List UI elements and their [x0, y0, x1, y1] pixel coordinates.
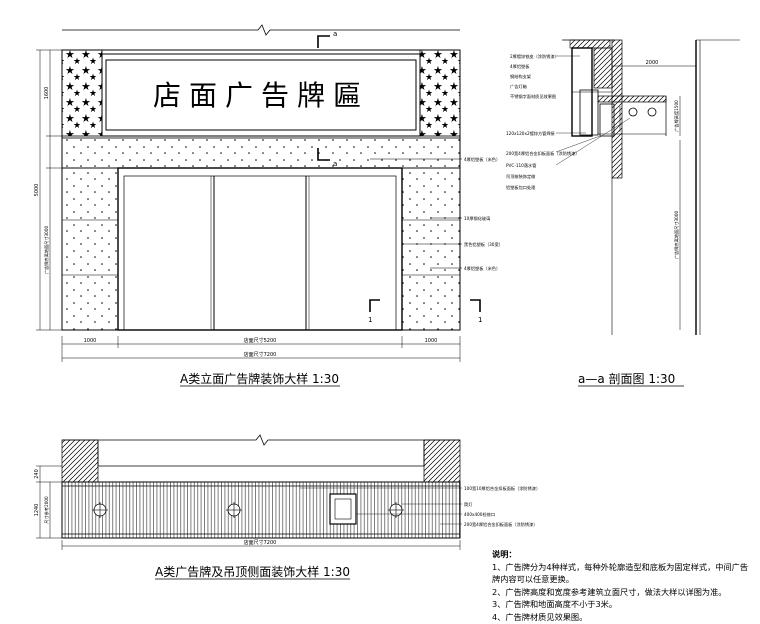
downpipe-icon	[628, 107, 638, 117]
callout-section-8: PVC-110落水管	[506, 162, 536, 169]
callout-section-4: 广告灯箱	[510, 83, 527, 90]
dim-section-ground-height: 广告牌底离地面尺寸3000	[673, 210, 680, 259]
callout-section-7: 200宽4厚铝合金扣板面板（涂防锈漆）	[506, 150, 579, 157]
dim-door-height: 广告牌底离地面尺寸3000	[43, 225, 50, 274]
dim-plan-bottom-height: 1240	[34, 504, 40, 517]
callout-front-4: 4厚铝塑板（米色）	[464, 265, 500, 272]
section-mark-bottom: a	[333, 160, 337, 168]
dim-section-top-width: 2000	[646, 60, 659, 66]
plan-callouts	[300, 487, 462, 525]
callout-front-2: 10厚钢化玻璃	[464, 215, 490, 222]
star-panel-left	[61, 49, 103, 137]
callout-section-3: 钢结构支架	[510, 73, 531, 80]
access-hatch-icon	[329, 493, 357, 525]
callout-section-9: 吊顶按装饰定做	[506, 173, 536, 180]
front-elevation: 店面广告牌匾 a a 1 1 4厚铝塑板（米色） 10厚钢化玻璃	[34, 24, 503, 387]
sign-text: 店面广告牌匾	[153, 79, 369, 112]
dim-plan-top-height: 240	[34, 469, 40, 479]
notes-heading: 说明：	[492, 549, 517, 559]
plan-view: 100宽10厚铝合金扣板面板（涂防锈漆） 筒灯 400x400检修口 200宽4…	[34, 434, 540, 580]
dim-total-width: 店面尺寸7200	[244, 351, 277, 358]
callout-section-6: 120x120x2镀锌方管焊接	[506, 130, 556, 137]
callout-front-1: 4厚铝塑板（米色）	[464, 156, 500, 163]
front-dimensions	[36, 49, 461, 362]
dim-mid-width: 店面尺寸5200	[244, 337, 277, 344]
note-line-3: 2、广告牌高度和宽度参考建筑立面尺寸，做法大样以详图为准。	[492, 586, 727, 597]
star-panel-right	[419, 49, 461, 137]
note-line-5: 4、广告牌材质见效果图。	[492, 611, 588, 622]
callout-plan-2: 筒灯	[464, 501, 473, 508]
section-mark-left: 1	[368, 316, 372, 324]
callout-plan-3: 400x400检修口	[464, 511, 495, 518]
lamp-icon	[647, 107, 657, 117]
callout-front-3: 黑色铝塑板（30宽）	[464, 241, 503, 248]
front-elevation-title: A类立面广告牌装饰大样 1:30	[180, 371, 339, 386]
callout-plan-4: 200宽4厚铝合金扣板面板（涂防锈漆）	[464, 521, 537, 528]
note-line-2: 牌内容可以任意更换。	[492, 574, 574, 585]
downlight-icon	[226, 502, 242, 518]
sign-board	[105, 59, 417, 131]
section-view: 2000 广告牌高度1500 广告牌底离地面尺寸3000 2厚镀锌铁皮（涂防锈漆…	[506, 39, 740, 387]
callout-plan-1: 100宽10厚铝合金扣板面板（涂防锈漆）	[464, 485, 540, 492]
callout-section-5: 不锈钢字面材质见效果图	[510, 93, 556, 100]
section-view-title: a—a 剖面图 1:30	[578, 372, 675, 386]
callout-section-2: 4厚铝塑板	[510, 63, 530, 70]
dim-plan-total-width: 店面尺寸7200	[244, 539, 277, 546]
storefront-door	[117, 167, 403, 331]
section-mark-right: 1	[478, 316, 482, 324]
dim-section-sign-height: 广告牌高度1500	[673, 100, 680, 132]
dim-left-width: 1000	[84, 338, 97, 344]
callout-section-10: 铝塑板包口处理	[506, 184, 536, 191]
note-line-1: 1、广告牌分为4种样式，每种外轮廓造型和底板为固定样式，中间广告	[492, 561, 749, 572]
callout-section-1: 2厚镀锌铁皮（涂防锈漆）	[510, 53, 559, 60]
dim-total-height: 5000	[34, 184, 40, 197]
downlight-icon	[388, 502, 404, 518]
dim-sign-height: 1600	[44, 87, 50, 100]
front-callouts: 4厚铝塑板（米色） 10厚钢化玻璃 黑色铝塑板（30宽） 4厚铝塑板（米色）	[370, 156, 503, 272]
dim-plan-total-height: 尺寸参考2000	[43, 496, 50, 524]
section-mark-top: a	[333, 30, 337, 38]
note-line-4: 3、广告牌和地面高度不小于3米。	[492, 599, 618, 610]
dim-right-width: 1000	[425, 338, 438, 344]
design-notes: 说明： 1、广告牌分为4种样式，每种外轮廓造型和底板为固定样式，中间广告 牌内容…	[492, 548, 754, 624]
section-callouts: 2厚镀锌铁皮（涂防锈漆） 4厚铝塑板 钢结构支架 广告灯箱 不锈钢字面材质见效果…	[506, 53, 631, 191]
plan-view-title: A类广告牌及吊顶侧面装饰大样 1:30	[155, 564, 350, 579]
downlight-icon	[92, 502, 108, 518]
